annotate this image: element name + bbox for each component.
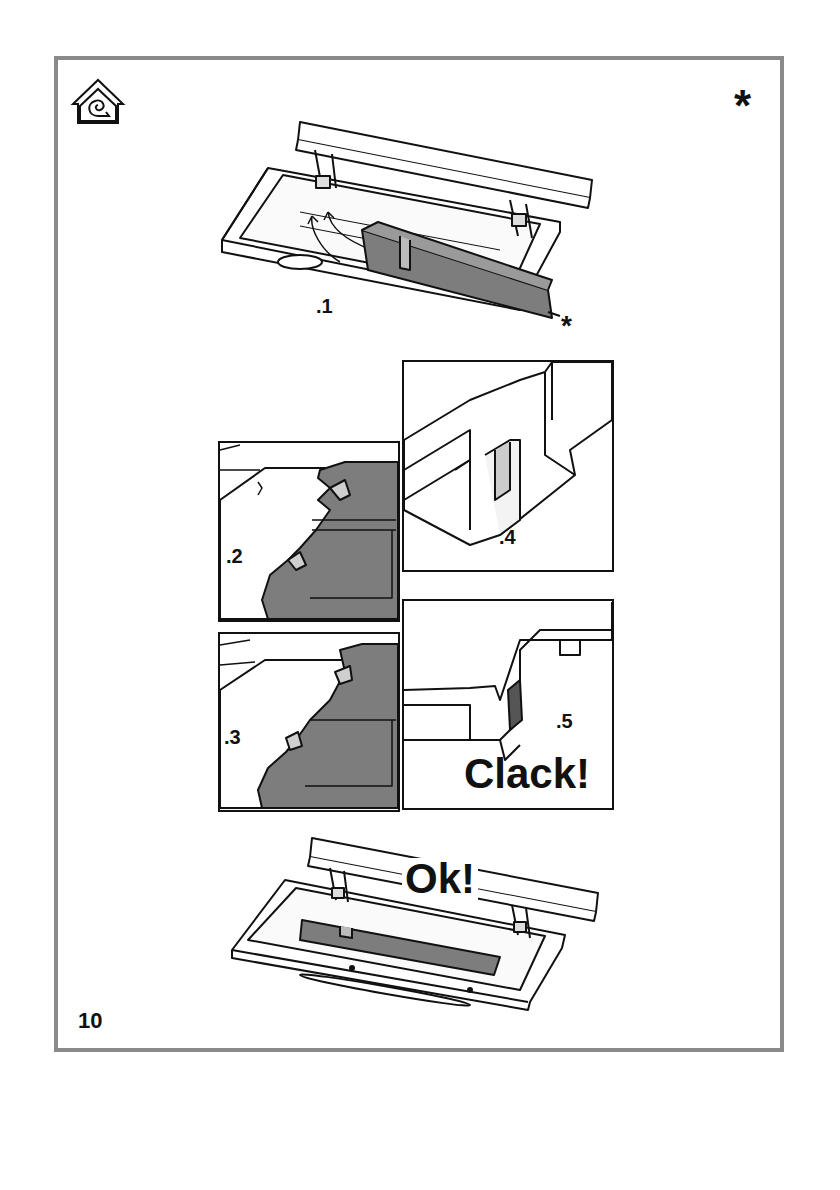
click-sound: Clack! xyxy=(464,753,590,795)
page-number: 10 xyxy=(78,1010,102,1032)
hood-bottom xyxy=(232,838,598,1010)
detail-5 xyxy=(404,602,612,760)
step-number: .2 xyxy=(226,546,243,566)
detail-2 xyxy=(220,445,398,619)
detail-panel: .4 xyxy=(402,360,614,572)
detail-panel: .3 xyxy=(218,632,400,812)
step-number: .1 xyxy=(316,296,333,316)
step-number: .4 xyxy=(499,527,516,547)
recirculation-icon xyxy=(73,80,123,123)
note-asterisk: * xyxy=(561,312,572,340)
step-number: .5 xyxy=(556,711,573,731)
ok-mark: Ok! xyxy=(402,858,478,900)
detail-panel: .2 xyxy=(218,441,400,622)
detail-4 xyxy=(404,362,612,545)
step-number: .3 xyxy=(224,727,241,747)
page-frame xyxy=(56,58,782,1050)
detail-panel: .5Clack! xyxy=(402,599,614,810)
detail-3 xyxy=(220,640,398,808)
note-asterisk: * xyxy=(734,84,751,128)
hood-top xyxy=(222,122,592,318)
